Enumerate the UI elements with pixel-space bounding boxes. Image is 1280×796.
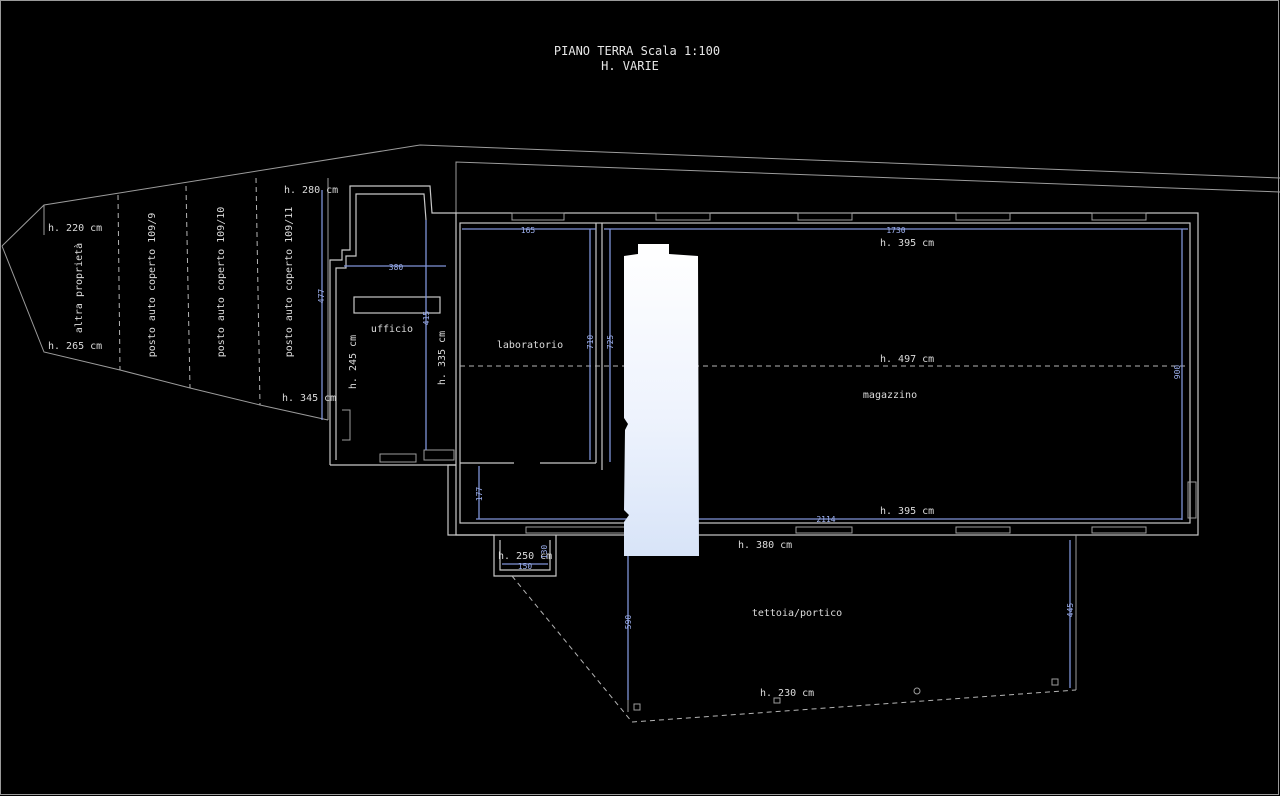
office-step [342,409,351,441]
dim-label-130: 130 [540,545,549,560]
window-top-2 [655,212,711,221]
pillar-3 [913,687,921,695]
dim-label-165: 165 [521,226,536,235]
property-boundary-inner [455,161,1280,213]
height-label-335: h. 335 cm [437,331,448,385]
dim-label-177: 177 [475,487,484,502]
dim-label-900: 900 [1173,365,1182,380]
office-door-right [423,449,455,461]
room-label-altra-proprieta: altra proprietà [73,243,85,333]
room-label-magazzino: magazzino [863,390,917,401]
side-door [1187,481,1197,519]
office-desk [353,296,441,314]
dim-label-150: 150 [518,562,533,571]
redaction-overlay [624,244,699,556]
plan-title: PIANO TERRA Scala 1:100 [554,44,720,58]
window-bottom-2 [795,526,853,534]
pillar-1 [633,703,641,711]
dim-label-590: 590 [624,615,633,630]
height-label-220-top: h. 220 cm [48,223,102,234]
window-bottom-3 [955,526,1011,534]
dim-label-380: 380 [389,263,404,272]
height-label-345-left: h. 345 cm [282,393,336,404]
parking-divider-2 [185,185,191,389]
parking-divider-1 [117,194,121,371]
dim-label-710: 710 [586,335,595,350]
dim-label-477: 477 [317,289,326,304]
height-label-497: h. 497 cm [880,354,934,365]
toilet-outer [490,534,557,577]
window-bottom-4 [1091,526,1147,534]
height-label-245: h. 245 cm [348,335,359,389]
office-door-left [379,453,417,463]
building-outer-wall [455,212,1199,536]
height-label-265: h. 265 cm [48,341,102,352]
room-label-laboratorio: laboratorio [497,340,563,351]
dim-label-2114: 2114 [816,515,835,524]
toilet-inner [499,540,551,571]
height-label-395-bottom: h. 395 cm [880,506,934,517]
room-label-posto-auto-9: posto auto coperto 109/9 [147,213,158,358]
height-label-230: h. 230 cm [760,688,814,699]
height-label-395-top: h. 395 cm [880,238,934,249]
portico-outline [511,575,1077,723]
pillar-4 [1051,678,1059,686]
height-label-380: h. 380 cm [738,540,792,551]
height-label-250: h. 250 cm [498,551,552,562]
pillar-2 [773,697,781,704]
window-bottom-1 [525,526,631,534]
dim-label-445: 445 [1066,603,1075,618]
window-top-4 [955,212,1011,221]
window-top-5 [1091,212,1147,221]
window-top-3 [797,212,853,221]
parking-divider-3 [255,177,261,406]
property-boundary [1,144,1280,247]
height-label-280: h. 280 cm [284,185,338,196]
window-top-1 [511,212,565,221]
dim-label-725: 725 [606,335,615,350]
left-parking-outline [1,245,329,421]
room-label-posto-auto-10: posto auto coperto 109/10 [216,207,227,358]
entrance-wall [447,464,490,536]
plan-subtitle: H. VARIE [601,59,659,73]
office-outer-wall [329,185,456,465]
dim-label-1730: 1730 [886,226,905,235]
room-label-ufficio: ufficio [371,324,413,335]
room-label-tettoia: tettoia/portico [752,608,842,619]
room-label-posto-auto-11: posto auto coperto 109/11 [284,207,295,358]
office-inner-wall [335,193,427,460]
dim-label-415: 415 [422,311,431,326]
building-inner-wall [459,222,1191,524]
